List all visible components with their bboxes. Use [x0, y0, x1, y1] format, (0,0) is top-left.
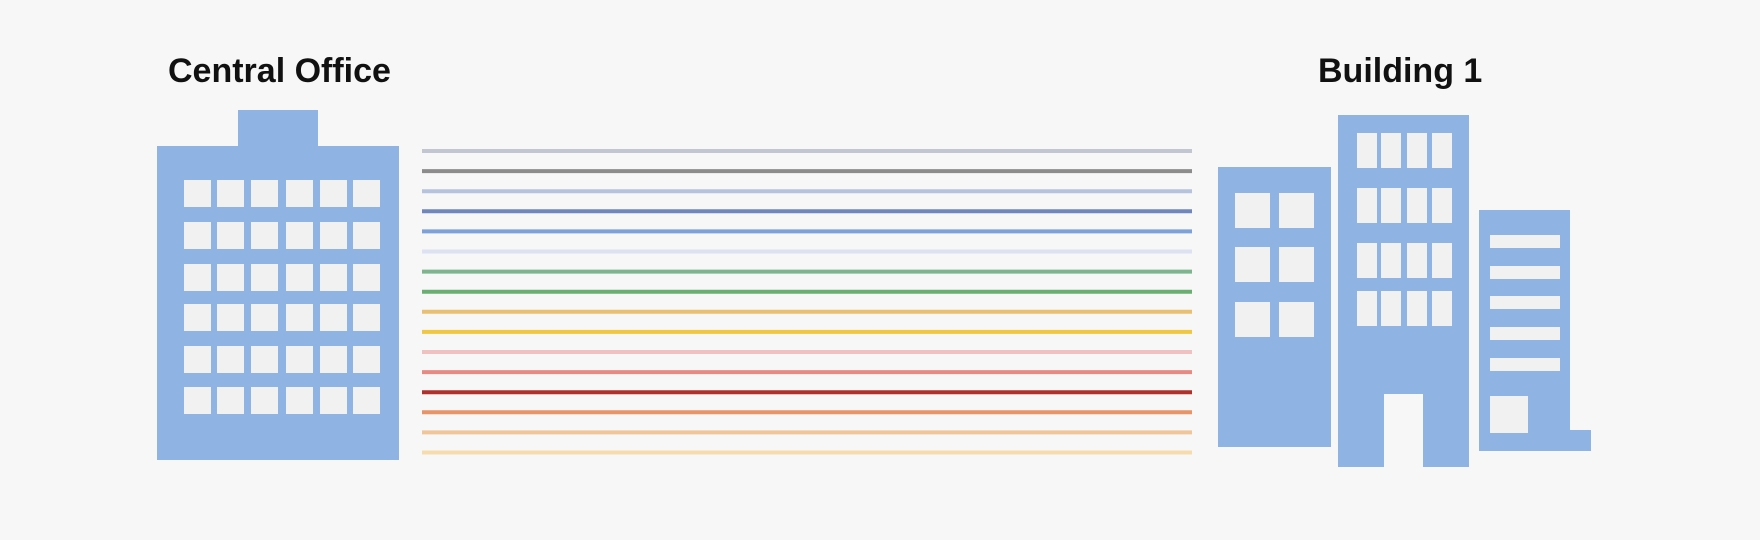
building-1-icon	[1218, 115, 1591, 467]
central-window	[320, 264, 347, 291]
central-window	[353, 180, 380, 207]
middle-window	[1357, 133, 1377, 168]
building-1-windows	[1235, 193, 1560, 433]
central-window	[251, 180, 278, 207]
central-window	[184, 304, 211, 331]
middle-window	[1407, 243, 1427, 278]
middle-window	[1407, 291, 1427, 326]
middle-window	[1432, 291, 1452, 326]
middle-window	[1381, 243, 1401, 278]
central-window	[320, 304, 347, 331]
central-window	[217, 304, 244, 331]
central-window	[184, 264, 211, 291]
middle-window	[1381, 291, 1401, 326]
central-office-label: Central Office	[168, 52, 391, 90]
middle-window	[1381, 133, 1401, 168]
central-window	[353, 304, 380, 331]
central-window	[184, 180, 211, 207]
central-window	[251, 222, 278, 249]
building-1-middle-windows	[1357, 133, 1452, 326]
central-window	[217, 264, 244, 291]
central-window	[217, 387, 244, 414]
middle-window	[1432, 243, 1452, 278]
central-window	[353, 222, 380, 249]
middle-window	[1432, 188, 1452, 223]
middle-window	[1407, 133, 1427, 168]
central-window	[286, 304, 313, 331]
central-window	[251, 346, 278, 373]
middle-window	[1381, 188, 1401, 223]
central-window	[320, 180, 347, 207]
central-window	[320, 346, 347, 373]
central-window	[286, 222, 313, 249]
cable-bundle	[422, 149, 1192, 455]
central-window	[353, 387, 380, 414]
middle-window	[1357, 188, 1377, 223]
middle-window	[1432, 133, 1452, 168]
middle-window	[1407, 188, 1427, 223]
central-window	[353, 264, 380, 291]
central-window	[320, 222, 347, 249]
central-window	[251, 264, 278, 291]
central-window	[251, 304, 278, 331]
central-window	[286, 180, 313, 207]
central-window	[217, 346, 244, 373]
central-window	[184, 387, 211, 414]
middle-window	[1357, 243, 1377, 278]
central-office-windows	[184, 180, 380, 414]
central-window	[184, 222, 211, 249]
central-window	[286, 346, 313, 373]
central-window	[251, 387, 278, 414]
central-window	[353, 346, 380, 373]
central-window	[286, 387, 313, 414]
central-window	[184, 346, 211, 373]
central-window	[217, 180, 244, 207]
central-window	[320, 387, 347, 414]
central-window	[217, 222, 244, 249]
building-1-label: Building 1	[1318, 52, 1483, 90]
middle-window	[1357, 291, 1377, 326]
central-window	[286, 264, 313, 291]
